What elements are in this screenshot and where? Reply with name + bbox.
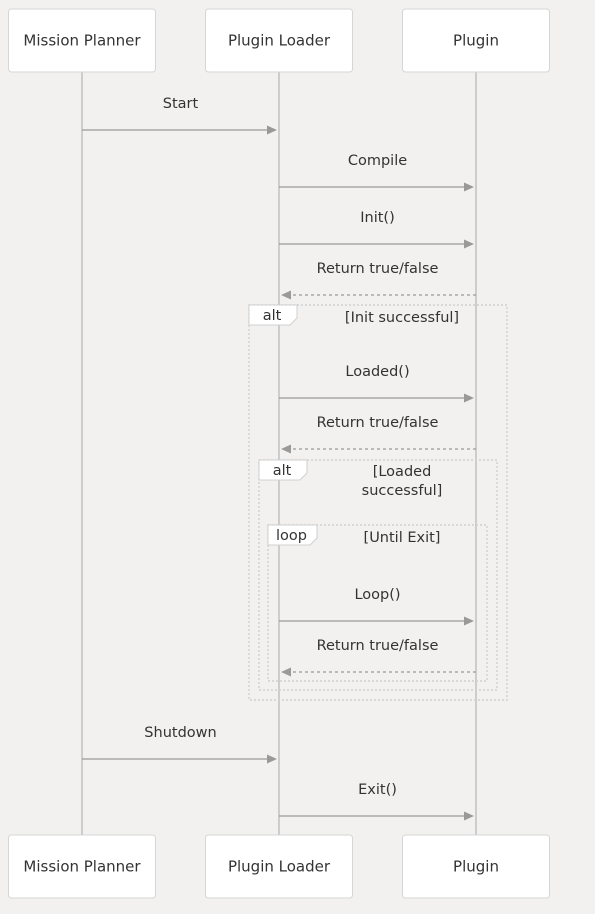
message-4: Loaded() (279, 364, 474, 403)
message-arrowhead (267, 125, 277, 135)
fragment-tab (248, 304, 298, 326)
fragment-alt: alt [Init successful] (248, 304, 508, 701)
fragment-frame (248, 304, 508, 701)
fragment-condition: [Init successful] (345, 310, 459, 326)
message-label: Compile (348, 153, 407, 169)
message-label: Exit() (358, 782, 397, 798)
fragment-keyword: loop (276, 528, 307, 544)
participant-label: Plugin Loader (228, 858, 331, 876)
participant-label: Plugin (453, 32, 499, 50)
message-arrowhead (281, 444, 291, 454)
fragment-loop: loop [Until Exit] (267, 524, 488, 682)
message-1: Compile (279, 153, 474, 192)
message-6: Loop() (279, 587, 474, 626)
message-arrowhead (464, 239, 474, 249)
message-arrowhead (281, 667, 291, 677)
fragment-alt: alt [Loaded successful] (258, 459, 498, 691)
message-2: Init() (279, 210, 474, 249)
message-9: Exit() (279, 782, 474, 821)
message-label: Start (163, 96, 199, 112)
fragment-frame (267, 524, 488, 682)
participant-box (8, 834, 156, 899)
participant-label: Plugin Loader (228, 32, 331, 50)
message-arrowhead (464, 811, 474, 821)
message-0: Start (82, 96, 277, 135)
fragment-frame (258, 459, 498, 691)
participant-box (402, 8, 550, 73)
message-label: Loaded() (345, 364, 409, 380)
fragment-condition: [Loaded (373, 464, 432, 480)
participant-box (205, 8, 353, 73)
message-arrowhead (267, 754, 277, 764)
participant-pg-top: Plugin (402, 8, 550, 73)
message-8: Shutdown (82, 725, 277, 764)
fragment-keyword: alt (273, 463, 292, 479)
participant-box (8, 8, 156, 73)
participant-label: Mission Planner (23, 32, 141, 50)
message-label: Return true/false (317, 261, 439, 277)
fragments: alt [Init successful] alt [Loaded successful… (248, 304, 508, 701)
participant-mp-bottom: Mission Planner (8, 834, 156, 899)
message-label: Return true/false (317, 638, 439, 654)
fragment-keyword: alt (263, 308, 282, 324)
participant-mp-top: Mission Planner (8, 8, 156, 73)
participant-label: Plugin (453, 858, 499, 876)
message-arrowhead (464, 393, 474, 403)
participant-pl-top: Plugin Loader (205, 8, 353, 73)
message-label: Return true/false (317, 415, 439, 431)
fragment-condition: [Until Exit] (364, 530, 441, 546)
participant-pl-bottom: Plugin Loader (205, 834, 353, 899)
message-3: Return true/false (281, 261, 476, 300)
message-5: Return true/false (281, 415, 476, 454)
participant-box (205, 834, 353, 899)
message-label: Init() (360, 210, 395, 226)
message-arrowhead (281, 290, 291, 300)
message-label: Shutdown (144, 725, 216, 741)
fragment-tab (258, 459, 308, 481)
message-arrowhead (464, 616, 474, 626)
message-label: Loop() (354, 587, 400, 603)
lifelines (81, 72, 477, 835)
message-arrowhead (464, 182, 474, 192)
participant-pg-bottom: Plugin (402, 834, 550, 899)
participant-box (402, 834, 550, 899)
message-7: Return true/false (281, 638, 476, 677)
fragment-condition: successful] (362, 483, 443, 499)
fragment-tab (267, 524, 318, 546)
participant-label: Mission Planner (23, 858, 141, 876)
